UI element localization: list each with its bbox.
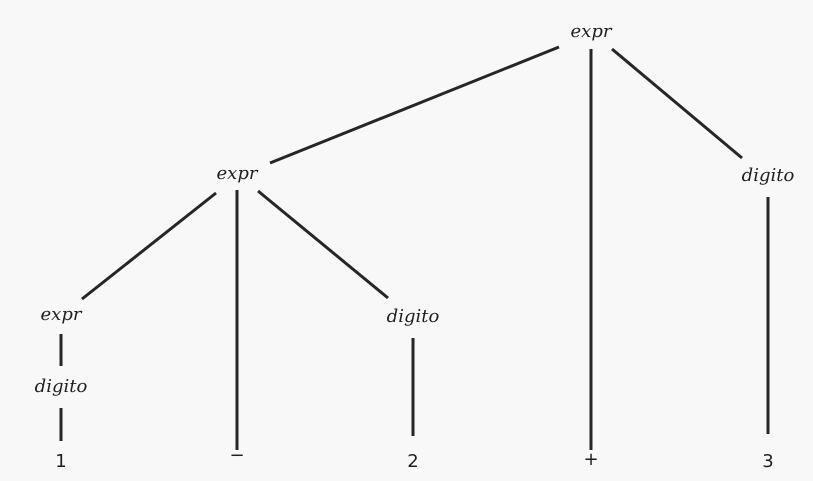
tree-terminals: 1 − 2 + 3 (55, 445, 773, 472)
node-digito-top-right: digito (742, 165, 795, 186)
node-left-expr: expr (217, 163, 259, 184)
terminal-1: 1 (55, 451, 66, 472)
edge-root-to-digito (611, 47, 743, 160)
terminal-3: 3 (762, 451, 773, 472)
node-leaf-expr: expr (41, 304, 83, 325)
edge-left-expr-to-leaf-expr (81, 191, 217, 301)
edge-root-to-left-expr (269, 45, 560, 165)
node-digito-low: digito (35, 376, 88, 397)
edge-left-expr-to-digito (257, 189, 389, 300)
terminal-2: 2 (407, 451, 418, 472)
node-digito-mid: digito (387, 306, 440, 327)
terminal-plus: + (583, 449, 598, 470)
node-root-expr: expr (571, 21, 613, 42)
tree-edges (59, 45, 770, 450)
tree-nodes: expr expr expr digito digito digito (35, 21, 795, 397)
terminal-minus: − (229, 445, 244, 466)
